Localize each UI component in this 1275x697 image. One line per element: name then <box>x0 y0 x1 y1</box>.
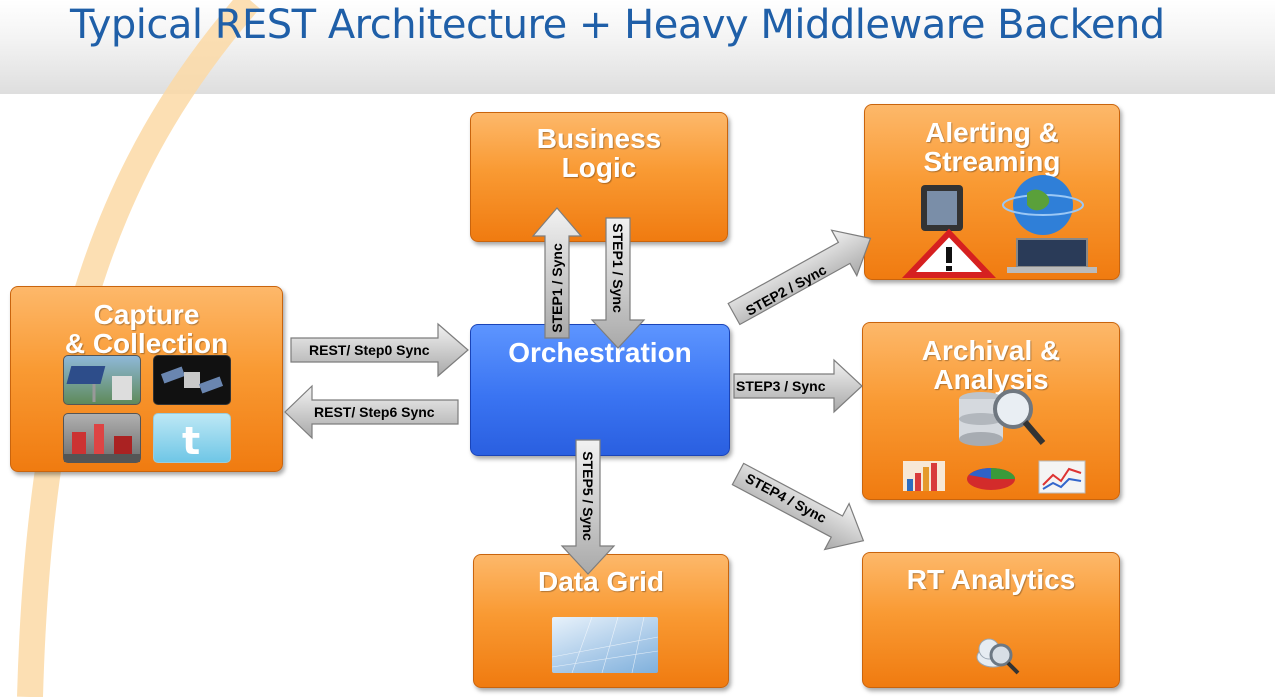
business-logic-label: Business Logic <box>536 123 662 183</box>
step1-down-arrow <box>590 217 646 349</box>
data-grid-box: Data Grid <box>473 554 729 688</box>
rt-analytics-label: RT Analytics <box>906 564 1076 595</box>
page-title: Typical REST Architecture + Heavy Middle… <box>70 2 1165 48</box>
line-chart-icon <box>1038 460 1086 494</box>
data-grid-label: Data Grid <box>537 566 665 597</box>
step5-label: STEP5 / Sync <box>580 451 596 541</box>
archival-analysis-box: Archival & Analysis <box>862 322 1120 500</box>
step1-down-label: STEP1 / Sync <box>610 223 626 313</box>
orchestration-label: Orchestration <box>508 337 692 368</box>
globe-icon <box>1002 175 1084 235</box>
rest-step6-label: REST/ Step6 Sync <box>314 404 435 420</box>
sky-grid-icon <box>551 616 659 674</box>
archival-analysis-label: Archival & Analysis <box>921 335 1061 395</box>
svg-text:t: t <box>182 419 200 462</box>
cloud-search-icon <box>976 638 1020 675</box>
orchestration-box: Orchestration <box>470 324 730 456</box>
step1-up-arrow <box>531 207 583 339</box>
bar-chart-icon <box>903 461 945 491</box>
alerting-streaming-box: Alerting & Streaming <box>864 104 1120 280</box>
laptop-icon <box>1007 238 1097 273</box>
step1-up-label: STEP1 / Sync <box>549 243 565 333</box>
rest-step6-arrow <box>284 384 459 440</box>
warning-icon <box>902 228 996 278</box>
rest-step0-label: REST/ Step0 Sync <box>309 342 430 358</box>
solar-panel-icon <box>63 355 141 405</box>
step3-label: STEP3 / Sync <box>736 378 826 394</box>
rt-analytics-box: RT Analytics <box>862 552 1120 688</box>
step3-arrow <box>733 358 863 414</box>
capture-collection-label: Capture & Collection <box>64 299 229 359</box>
satellite-icon <box>153 355 231 405</box>
factory-robot-icon <box>63 413 141 463</box>
rest-step0-arrow <box>290 322 469 378</box>
pie-chart-icon <box>967 468 1015 490</box>
business-logic-box: Business Logic <box>470 112 728 242</box>
mobile-device-icon <box>921 185 963 231</box>
alerting-streaming-label: Alerting & Streaming <box>923 117 1061 177</box>
database-search-icon <box>959 389 1046 446</box>
twitter-icon: t <box>153 413 231 463</box>
capture-collection-box: Capture & Collection t <box>10 286 283 472</box>
step5-down-arrow <box>560 439 616 575</box>
step2-arrow <box>727 229 872 326</box>
step4-arrow <box>731 462 865 551</box>
